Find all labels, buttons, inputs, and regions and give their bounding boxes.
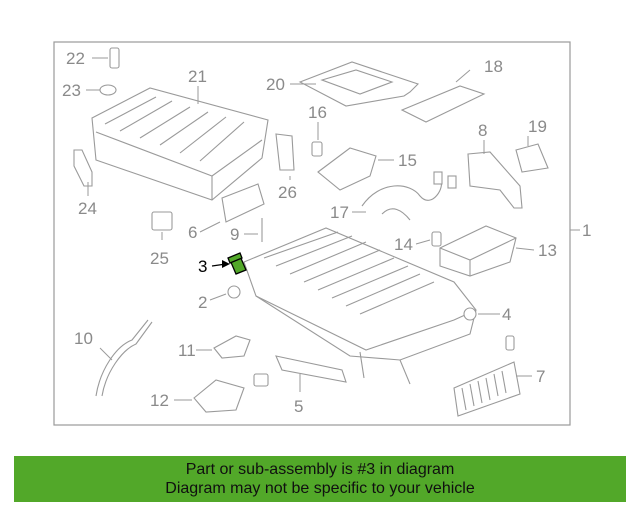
part-17-harness	[361, 171, 457, 221]
callout-21: 21	[188, 67, 207, 86]
callout-2: 2	[198, 293, 207, 312]
part-18-sensor	[400, 85, 486, 123]
part-23-grommet	[99, 84, 117, 96]
callout-19: 19	[528, 117, 547, 136]
part-8-bracket	[467, 151, 523, 209]
part-4-nut	[463, 307, 477, 321]
callout-5: 5	[294, 397, 303, 416]
callout-23: 23	[62, 81, 81, 100]
part-25-pad	[151, 211, 173, 231]
callout-22: 22	[66, 49, 85, 68]
callout-8: 8	[478, 121, 487, 140]
part-5-rail	[253, 355, 347, 387]
diagram-frame	[53, 41, 571, 426]
callout-17: 17	[330, 203, 349, 222]
callout-24: 24	[78, 199, 97, 218]
callout-16: 16	[308, 103, 327, 122]
parts-diagram: 22 23 21 20 18 16 8 19 15 26 24 17 6 9 1…	[53, 41, 591, 426]
part-10-rod	[95, 319, 153, 397]
part-6-plate	[221, 183, 265, 223]
callout-14: 14	[394, 235, 413, 254]
callout-6: 6	[188, 223, 197, 242]
callout-10: 10	[74, 329, 93, 348]
part-11-bracket	[213, 335, 251, 359]
callout-3[interactable]: 3	[198, 257, 207, 276]
callout-20: 20	[266, 75, 285, 94]
part-15-relay	[317, 147, 377, 191]
part-24-bracket	[73, 149, 93, 187]
part-7-panel	[453, 335, 521, 417]
part-3-bolt	[227, 252, 247, 275]
callout-18: 18	[484, 57, 503, 76]
part-14-bolt	[431, 231, 442, 247]
callout-7: 7	[536, 367, 545, 386]
callout-11: 11	[178, 341, 196, 360]
banner-line-disclaimer: Diagram may not be specific to your vehi…	[165, 480, 475, 497]
callout-26: 26	[278, 183, 297, 202]
part-22-clip	[109, 47, 120, 69]
part-12-bracket	[193, 379, 245, 413]
callout-15: 15	[398, 151, 417, 170]
part-19-cover	[515, 143, 549, 173]
part-16-bolt	[311, 141, 323, 157]
part-26-bracket	[275, 133, 295, 171]
callout-25: 25	[150, 249, 169, 268]
part-21-cover	[91, 87, 269, 201]
callout-13: 13	[538, 241, 557, 260]
callout-9: 9	[230, 225, 239, 244]
callout-12: 12	[150, 391, 169, 410]
callout-1: 1	[582, 221, 591, 240]
fitment-notice-banner: Part or sub-assembly is #3 in diagram Di…	[14, 456, 626, 502]
part-20-module	[298, 61, 420, 107]
banner-line-part-number: Part or sub-assembly is #3 in diagram	[185, 461, 455, 478]
part-2-mount	[227, 285, 241, 299]
part-13-module	[439, 225, 517, 277]
callout-4: 4	[502, 305, 511, 324]
